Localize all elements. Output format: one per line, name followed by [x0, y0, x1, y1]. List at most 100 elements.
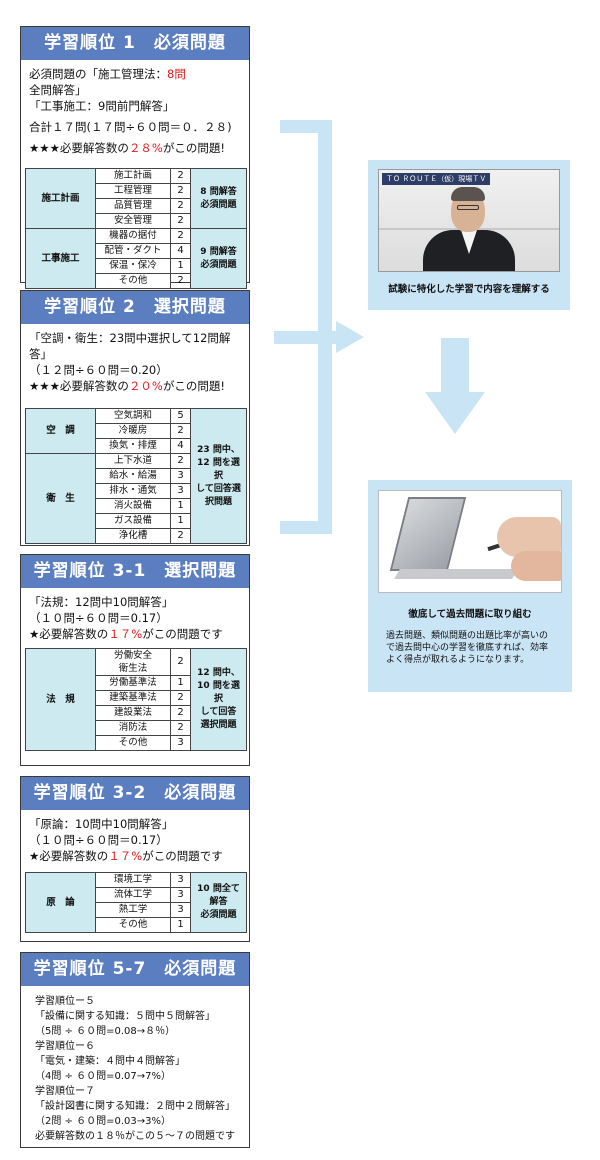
presenter-figure [451, 187, 485, 201]
note-text: 9 問解答 必須問題 [200, 246, 237, 270]
item-cell: 労働安全 衛生法 [95, 648, 171, 676]
item-text: 労働安全 衛生法 [113, 650, 152, 674]
item-cell: 給水・給湯 [95, 468, 171, 484]
table-row: 原 論 環境工学 3 10 問全て 解答 必須問題 [25, 872, 247, 933]
highlight-count: 8問 [167, 67, 186, 81]
note-text: 8 問解答 必須問題 [200, 186, 237, 210]
card-priority-1: 学習順位 1 必須問題 必須問題の「施工管理法：8問全問解答」 「工事施工：9問… [20, 26, 250, 289]
desc-text: 必須問題の「施工管理法： [29, 67, 167, 81]
card-description: 学習順位ー５ 「設備に関する知識：５問中５問解答」 （5問 ÷ ６０問=0.08… [21, 986, 249, 1148]
count-cell: 2 [170, 453, 191, 469]
note-text: 10 問全て 解答 必須問題 [197, 884, 240, 920]
item-cell: その他 [95, 917, 171, 933]
count-cell: 2 [170, 648, 191, 676]
count-cell: 5 [170, 408, 191, 424]
desc-text: 学習順位ー７ [35, 1086, 95, 1097]
item-cell: 建設業法 [95, 705, 171, 721]
item-cell: 工程管理 [95, 183, 171, 199]
count-cell: 1 [170, 258, 191, 274]
arrow-right-icon [274, 331, 338, 344]
item-cell: 施工計画 [95, 168, 171, 184]
desc-text: 「設計図書に関する知識：２問中２問解答」 [35, 1101, 235, 1112]
desc-text: がこの問題です [142, 627, 223, 641]
item-cell: 保温・保冷 [95, 258, 171, 274]
laptop-photo [389, 497, 467, 571]
count-cell: 3 [170, 872, 191, 888]
bracket-connector [280, 521, 332, 534]
item-cell: 機器の据付 [95, 228, 171, 244]
item-cell: 空気調和 [95, 408, 171, 424]
category-cell: 衛 生 [25, 453, 96, 544]
card-title: 学習順位 1 必須問題 [21, 27, 249, 60]
video-thumbnail[interactable]: ＴＯ ＲＯＵＴＥ（仮）現場ＴＶ [378, 169, 560, 272]
desc-text: （2問 ÷ ６０問=0.03→3%） [35, 1116, 171, 1127]
count-cell: 2 [170, 183, 191, 199]
panel-description: 過去問題、類似問題の出題比率が高いので過去問中心の学習を徹底すれば、効率よく得点… [386, 631, 549, 665]
note-cell: 23 問中、 12 問を選択 して回答選 択問題 [190, 408, 247, 544]
count-cell: 2 [170, 690, 191, 706]
count-cell: 2 [170, 720, 191, 736]
bracket-connector [318, 120, 332, 534]
count-cell: 2 [170, 213, 191, 229]
panel-caption: 徹底して過去問題に取り組む [408, 609, 532, 620]
note-cell: 8 問解答 必須問題 [190, 168, 247, 229]
laptop-photo [394, 569, 518, 579]
desc-text: （4問 ÷ ６０問=0.07→7%） [35, 1071, 171, 1082]
item-cell: ガス設備 [95, 513, 171, 529]
table-row: 工事施工 機器の据付 2 9 問解答 必須問題 [25, 228, 247, 289]
item-cell: 排水・通気 [95, 483, 171, 499]
count-cell: 1 [170, 917, 191, 933]
item-cell: その他 [95, 273, 171, 289]
highlight-percent: １７% [108, 849, 143, 863]
laptop-photo [378, 490, 562, 593]
category-cell: 施工計画 [25, 168, 96, 229]
item-cell: 配管・ダクト [95, 243, 171, 259]
table-row: 施工計画 施工計画 2 8 問解答 必須問題 [25, 168, 247, 229]
item-cell: 上下水道 [95, 453, 171, 469]
presenter-figure [457, 205, 479, 210]
desc-text: 学習順位ー６ [35, 1041, 95, 1052]
desc-text: 「原論：10問中10問解答」 [29, 817, 174, 831]
item-cell: その他 [95, 735, 171, 751]
study-panel: 徹底して過去問題に取り組む 過去問題、類似問題の出題比率が高いので過去問中心の学… [368, 480, 572, 692]
item-cell: 冷暖房 [95, 423, 171, 439]
count-cell: 3 [170, 483, 191, 499]
count-cell: 1 [170, 513, 191, 529]
card-priority-3-2: 学習順位 3-2 必須問題 「原論：10問中10問解答」 （１０問÷６０問＝0.… [20, 776, 250, 942]
table-row: 空 調 空気調和 5 23 問中、 12 問を選択 して回答選 択問題 [25, 408, 247, 544]
count-cell: 1 [170, 498, 191, 514]
desc-text: 「法規：12問中10問解答」 [29, 595, 174, 609]
desc-text: 「電気・建築：４問中４問解答」 [35, 1056, 185, 1067]
card-title: 学習順位 2 選択問題 [21, 291, 249, 324]
item-cell: 流体工学 [95, 887, 171, 903]
card-title: 学習順位 3-1 選択問題 [21, 555, 249, 588]
desc-text: （１０問÷６０問＝0.17） [29, 611, 168, 625]
highlight-percent: １７% [108, 627, 143, 641]
item-cell: 労働基準法 [95, 675, 171, 691]
arrow-down-icon [441, 338, 469, 394]
desc-text: ★必要解答数の [29, 849, 109, 863]
highlight-percent: ２０% [128, 379, 163, 393]
question-table: 法 規 労働安全 衛生法 2 12 問中、 10 問を選択 して回答 選択問題 … [25, 648, 247, 751]
note-cell: 9 問解答 必須問題 [190, 228, 247, 289]
count-cell: 2 [170, 198, 191, 214]
count-cell: 2 [170, 273, 191, 289]
card-description: 「法規：12問中10問解答」 （１０問÷６０問＝0.17） ★必要解答数の１７%… [21, 588, 249, 646]
highlight-percent: ２８% [128, 141, 163, 155]
desc-text: 「空調・衛生：23問中選択して12問解答」 [29, 331, 231, 361]
category-cell: 空 調 [25, 408, 96, 454]
count-cell: 3 [170, 735, 191, 751]
desc-text: 「設備に関する知識：５問中５問解答」 [35, 1011, 215, 1022]
count-cell: 3 [170, 887, 191, 903]
item-cell: 消火設備 [95, 498, 171, 514]
count-cell: 2 [170, 168, 191, 184]
note-cell: 12 問中、 10 問を選択 して回答 選択問題 [190, 648, 247, 751]
